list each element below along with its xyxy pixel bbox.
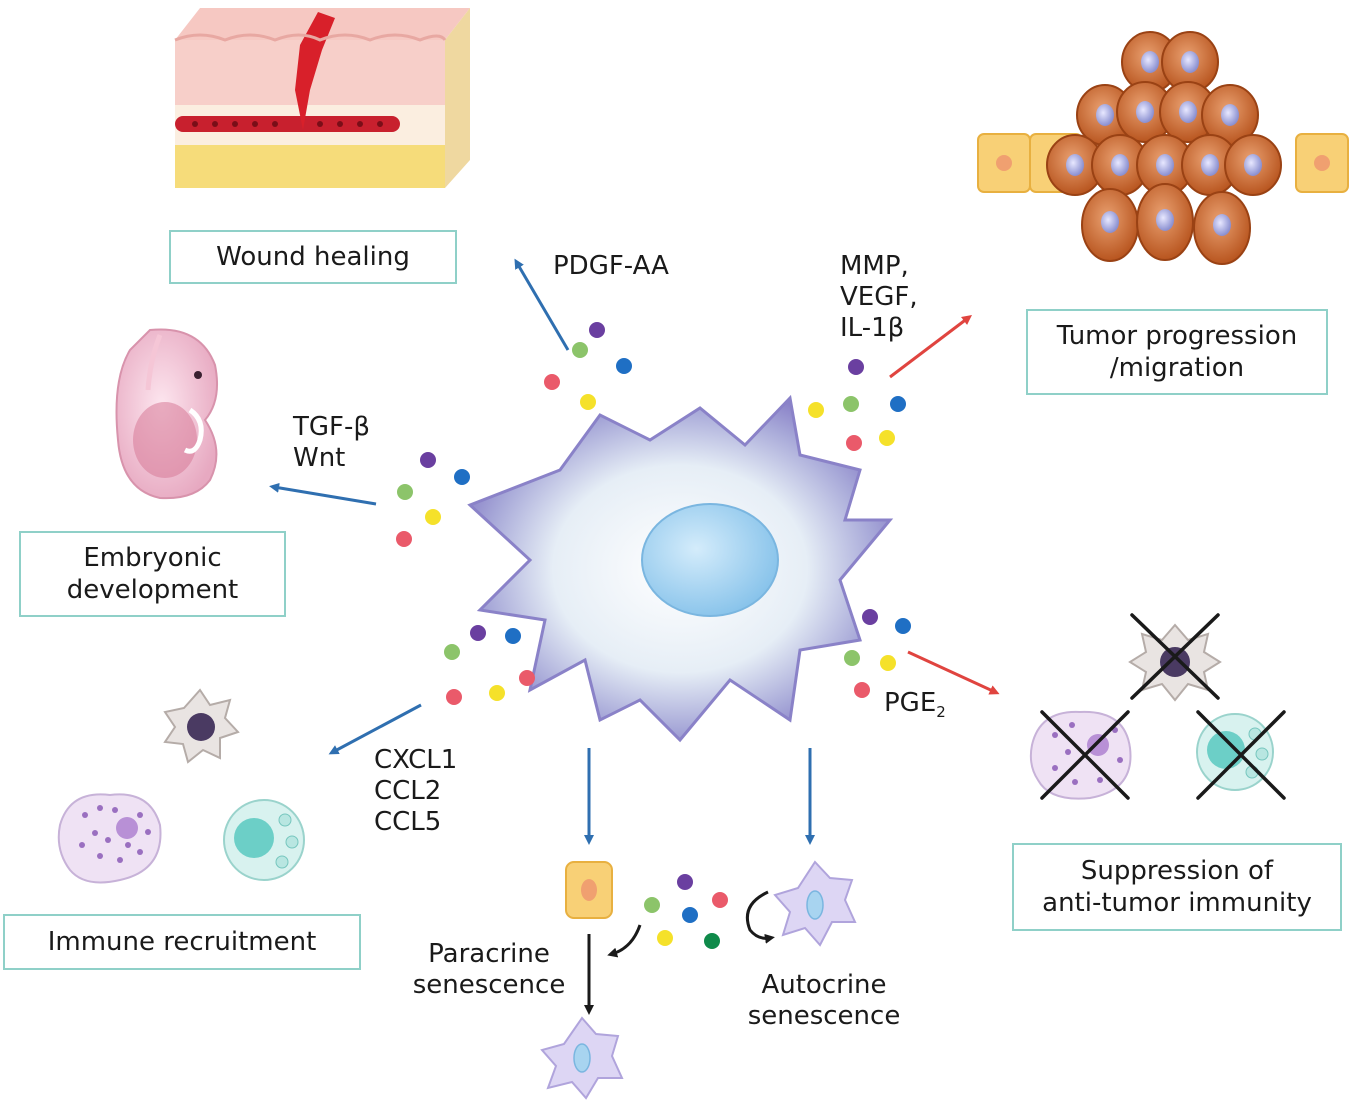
factor-tgfb: TGF-β	[293, 412, 370, 442]
autocrine-senescent-cell	[773, 860, 857, 947]
autocrine-line-1: Autocrine	[761, 970, 887, 1000]
factor-mmp: MMP,	[840, 251, 909, 281]
wound-healing-box: Wound healing	[169, 230, 457, 284]
immune-recruitment-box: Immune recruitment	[3, 914, 361, 970]
embryonic-label-1: Embryonic	[83, 543, 222, 573]
blue-arrows	[269, 258, 815, 845]
senescent-cell	[467, 394, 894, 743]
pge-text: PGE	[884, 688, 937, 718]
wound-healing-label: Wound healing	[216, 242, 410, 272]
embryo-illustration	[115, 328, 218, 500]
embryonic-label-2: development	[66, 575, 239, 605]
suppression-label-2: anti-tumor immunity	[1042, 888, 1312, 918]
factor-wnt: Wnt	[293, 443, 346, 473]
factor-vegf: VEGF,	[840, 282, 918, 312]
embryo-factors-label: TGF-β Wnt	[293, 412, 370, 474]
factor-ccl5: CCL5	[374, 807, 442, 837]
recruited-immune-cells	[57, 688, 305, 884]
paracrine-line-2: senescence	[412, 970, 566, 1000]
suppressed-immune-cells	[1029, 613, 1286, 800]
autocrine-line-2: senescence	[747, 1001, 901, 1031]
tumor-progression-box: Tumor progression /migration	[1026, 309, 1328, 395]
black-arrows	[584, 890, 775, 1015]
tumor-factors-label: MMP, VEGF, IL-1β	[840, 251, 918, 344]
factor-ccl2: CCL2	[374, 776, 442, 806]
pdgf-label: PDGF-AA	[553, 251, 669, 281]
tumor-cells-illustration	[977, 31, 1349, 265]
wound-healing-skin-illustration	[174, 8, 470, 188]
factor-cxcl1: CXCL1	[374, 745, 458, 775]
factor-il1b: IL-1β	[840, 313, 905, 343]
autocrine-senescence-label: Autocrine senescence	[738, 970, 910, 1032]
suppression-label-1: Suppression of	[1080, 856, 1274, 886]
immune-recruitment-label: Immune recruitment	[47, 927, 317, 957]
paracrine-line-1: Paracrine	[428, 939, 550, 969]
chemokine-factors-label: CXCL1 CCL2 CCL5	[374, 745, 457, 838]
tumor-progression-label-1: Tumor progression	[1056, 321, 1298, 351]
paracrine-senescent-cell	[540, 1016, 624, 1100]
pge2-label: PGE2	[884, 688, 946, 728]
pge-subscript: 2	[936, 703, 946, 722]
embryonic-development-box: Embryonic development	[19, 531, 286, 617]
suppression-box: Suppression of anti-tumor immunity	[1012, 843, 1342, 931]
tumor-progression-label-2: /migration	[1109, 353, 1245, 383]
paracrine-senescence-label: Paracrine senescence	[403, 939, 575, 1001]
paracrine-target-cell	[565, 861, 613, 919]
red-arrows	[889, 314, 1000, 695]
sasp-factor-dots	[396, 322, 911, 949]
